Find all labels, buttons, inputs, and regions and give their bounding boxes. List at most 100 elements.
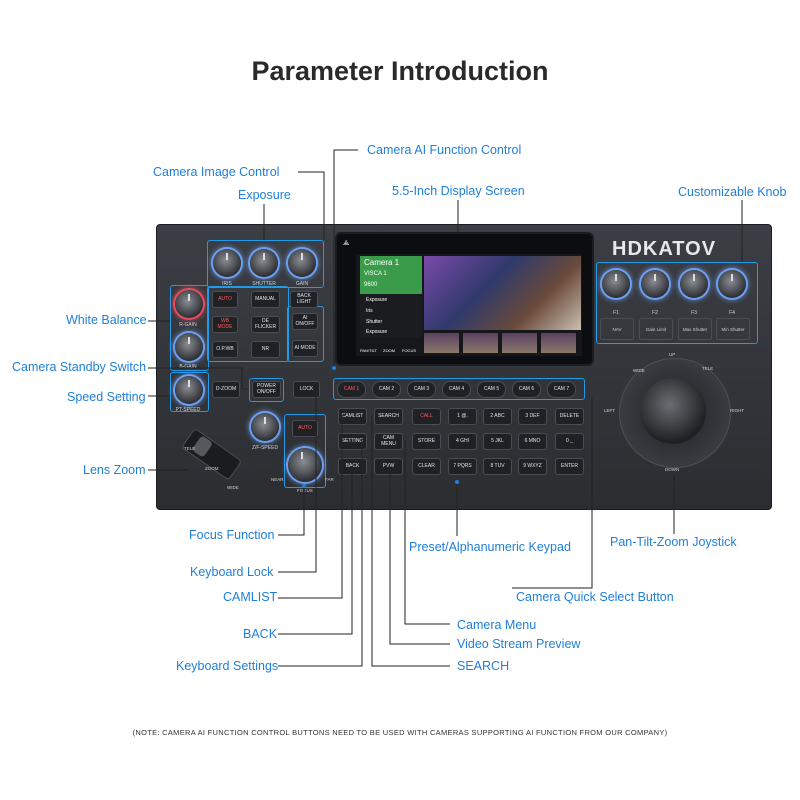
screen-protocol: VISCA 1: [364, 271, 387, 277]
keypad-key-2-2[interactable]: 8 TUV: [483, 458, 512, 475]
label-joystick: Pan-Tilt-Zoom Joystick: [610, 535, 737, 549]
screen-logo-icon: ⟁: [343, 240, 350, 247]
cam-6-button[interactable]: CAM 6: [512, 381, 541, 398]
focus-auto-button[interactable]: AUTO: [292, 420, 318, 437]
screen-menu-head: [360, 256, 422, 294]
label-display: 5.5-Inch Display Screen: [392, 184, 525, 198]
nr-button[interactable]: NR: [251, 341, 280, 358]
keypad-key-2-0[interactable]: CLEAR: [412, 458, 441, 475]
joy-right-label: RIGHT: [730, 408, 744, 413]
ptz-joystick[interactable]: [640, 378, 706, 444]
mid-key-0[interactable]: SEARCH: [374, 408, 403, 425]
label-speed: Speed Setting: [67, 390, 146, 404]
keypad-key-1-1[interactable]: 4 GHI: [448, 433, 477, 450]
gain-knob[interactable]: [288, 249, 316, 277]
wb-mode-button[interactable]: WB MODE: [212, 316, 238, 333]
leader-focus: [278, 486, 305, 536]
focus-label: FOCUS: [297, 488, 313, 493]
shutter-knob[interactable]: [250, 249, 278, 277]
image-control-box: [207, 286, 289, 362]
screen-menu-item: Exposure: [366, 297, 388, 303]
screen-footer-focus: FOCUS: [402, 348, 416, 353]
r-gain-knob[interactable]: [175, 290, 203, 318]
keypad-key-2-4[interactable]: ENTER: [555, 458, 584, 475]
joy-left-label: LEFT: [604, 408, 616, 413]
deflicker-button[interactable]: DE FLICKER: [251, 316, 280, 333]
cam-5-button[interactable]: CAM 5: [477, 381, 506, 398]
cam-1-button[interactable]: CAM 1: [337, 381, 366, 398]
r-gain-label: R-GAIN: [179, 322, 197, 328]
nav-button[interactable]: NAV: [600, 318, 634, 340]
leader-video-preview: [389, 466, 450, 645]
keypad-key-1-0[interactable]: STORE: [412, 433, 441, 450]
keypad-key-0-3[interactable]: 3 DEF: [518, 408, 547, 425]
gain-limit-button[interactable]: Gain Limit: [639, 318, 673, 340]
screen-menu-item: Shutter: [366, 319, 383, 325]
leader-dot: [455, 480, 459, 484]
cam-4-button[interactable]: CAM 4: [442, 381, 471, 398]
leader-keyboard-settings: [278, 440, 363, 667]
iris-knob[interactable]: [213, 249, 241, 277]
label-standby: Camera Standby Switch: [12, 360, 147, 374]
zoom-wide-label: WIDE: [227, 485, 239, 490]
max-shutter-button[interactable]: Max Shutter: [678, 318, 712, 340]
f3-label: F3: [691, 310, 697, 316]
manual-button[interactable]: MANUAL: [251, 291, 280, 308]
label-keyboard-settings: Keyboard Settings: [176, 659, 279, 673]
knob-box: [596, 262, 758, 344]
leader-camlist: [278, 415, 343, 599]
screen-menu-item: Iris: [366, 308, 373, 314]
keypad-key-0-1[interactable]: 1 @.: [448, 408, 477, 425]
cam-2-button[interactable]: CAM 2: [372, 381, 401, 398]
f4-knob[interactable]: [718, 270, 746, 298]
power-button[interactable]: POWER ON/OFF: [252, 381, 281, 398]
label-white-balance: White Balance: [66, 313, 147, 327]
gain-label: GAIN: [295, 281, 309, 287]
keypad-key-0-4[interactable]: DELETE: [555, 408, 584, 425]
keypad-key-0-2[interactable]: 2 ABC: [483, 408, 512, 425]
f1-label: F1: [613, 310, 619, 316]
keypad-key-1-4[interactable]: 0 _: [555, 433, 584, 450]
label-camlist: CAMLIST: [223, 590, 278, 604]
joy-down-label: DOWN: [665, 467, 680, 472]
zf-speed-label: Z/F-SPEED: [251, 445, 279, 451]
keypad-key-1-2[interactable]: 5 JKL: [483, 433, 512, 450]
f4-label: F4: [729, 310, 735, 316]
label-camera-ai: Camera AI Function Control: [367, 143, 522, 157]
joy-wide-label: WIDE: [633, 368, 645, 373]
mid-key-2[interactable]: PVW: [374, 458, 403, 475]
focus-near-label: NEAR: [271, 477, 284, 482]
joy-tele-label: TELE: [702, 366, 714, 371]
mid-key-1[interactable]: CAM MENU: [374, 433, 403, 450]
label-focus: Focus Function: [189, 528, 275, 542]
b-gain-knob[interactable]: [175, 333, 203, 361]
ai-onoff-button[interactable]: AI ON/OFF: [292, 313, 318, 330]
pt-speed-knob[interactable]: [175, 376, 203, 404]
iris-label: IRIS: [222, 281, 232, 287]
label-keypad: Preset/Alphanumeric Keypad: [409, 540, 571, 554]
ai-mode-button[interactable]: AI MODE: [292, 340, 318, 357]
keypad-key-1-3[interactable]: 6 MNO: [518, 433, 547, 450]
cam-7-button[interactable]: CAM 7: [547, 381, 576, 398]
f2-knob[interactable]: [641, 270, 669, 298]
keypad-key-2-1[interactable]: 7 PQRS: [448, 458, 477, 475]
zf-speed-knob[interactable]: [251, 413, 279, 441]
keypad-key-0-0[interactable]: CALL: [412, 408, 441, 425]
f1-knob[interactable]: [602, 270, 630, 298]
label-video-preview: Video Stream Preview: [457, 637, 581, 651]
label-search: SEARCH: [457, 659, 510, 673]
left-key-1[interactable]: SETTING: [338, 433, 367, 450]
zoom-tele-label: TELE: [184, 446, 196, 451]
lock-button[interactable]: LOCK: [293, 381, 320, 398]
backlight-button[interactable]: BACK LIGHT: [290, 291, 318, 308]
label-quick-select: Camera Quick Select Button: [516, 590, 674, 604]
dzoom-button[interactable]: D-ZOOM: [212, 381, 240, 398]
f3-knob[interactable]: [680, 270, 708, 298]
keypad-key-2-3[interactable]: 9 WXYZ: [518, 458, 547, 475]
cam-3-button[interactable]: CAM 3: [407, 381, 436, 398]
left-key-0[interactable]: CAMLIST: [338, 408, 367, 425]
opwb-button[interactable]: O.P.WB: [212, 341, 238, 358]
screen-footer-pantilt: PAN/TILT: [360, 348, 377, 353]
min-shutter-button[interactable]: Min Shutter: [716, 318, 750, 340]
auto-button[interactable]: AUTO: [212, 291, 238, 308]
